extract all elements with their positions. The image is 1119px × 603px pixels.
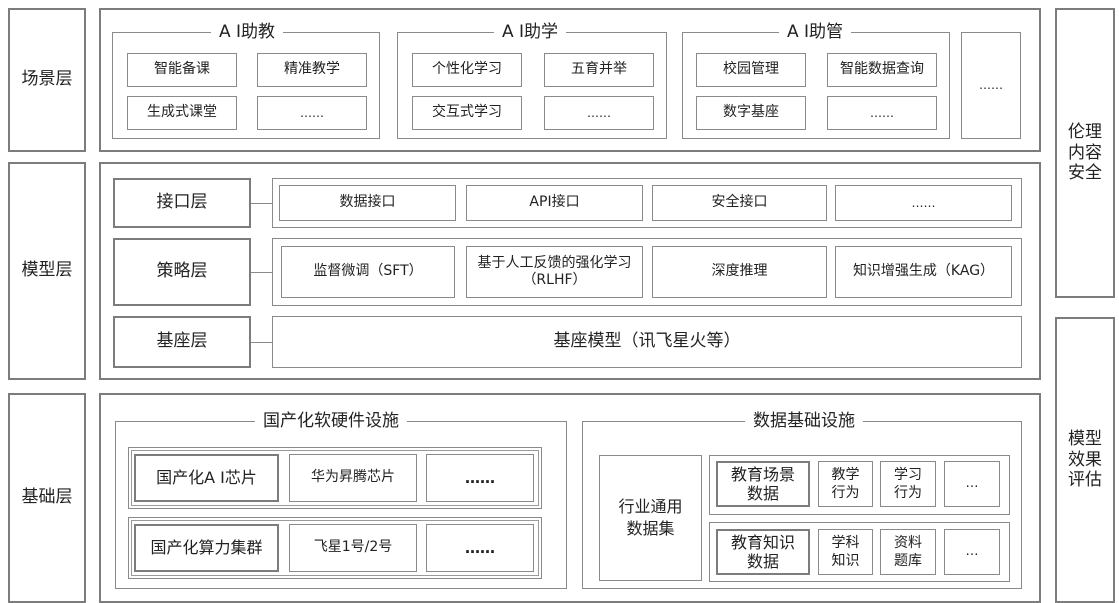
rlhf: 基于人工反馈的强化学习（RLHF） bbox=[466, 246, 643, 298]
ai-teaching-title: A I助教 bbox=[211, 22, 284, 42]
smart-lesson-prep: 智能备课 bbox=[127, 53, 237, 87]
layer-label-model: 模型层 bbox=[8, 162, 86, 380]
ai-learning-title: A I助学 bbox=[494, 22, 567, 42]
interface-connector bbox=[251, 203, 273, 204]
api-interface: API接口 bbox=[466, 185, 643, 221]
teaching-more: …… bbox=[257, 96, 367, 130]
interactive-learning: 交互式学习 bbox=[412, 96, 522, 130]
generative-classroom: 生成式课堂 bbox=[127, 96, 237, 130]
domestic-compute-cluster: 国产化算力集群 bbox=[134, 524, 279, 572]
kag: 知识增强生成（KAG） bbox=[835, 246, 1012, 298]
foundation-model: 基座模型（讯飞星火等） bbox=[272, 316, 1022, 368]
strategy-layer-label: 策略层 bbox=[113, 238, 251, 306]
learning-behavior: 学习 行为 bbox=[880, 461, 936, 507]
subject-knowledge: 学科 知识 bbox=[818, 529, 873, 575]
chip-more: …… bbox=[426, 454, 534, 502]
huawei-ascend-chip: 华为昇腾芯片 bbox=[289, 454, 417, 502]
foundation-connector bbox=[251, 342, 273, 343]
edu-scene-data: 教育场景 数据 bbox=[716, 461, 810, 507]
edu-knowledge-data: 教育知识 数据 bbox=[716, 529, 810, 575]
campus-management: 校园管理 bbox=[696, 53, 806, 87]
industry-general-dataset: 行业通用 数据集 bbox=[599, 455, 702, 581]
precision-teaching: 精准教学 bbox=[257, 53, 367, 87]
learning-more: …… bbox=[544, 96, 654, 130]
management-more: …… bbox=[827, 96, 937, 130]
feixing-cluster: 飞星1号/2号 bbox=[289, 524, 417, 572]
digital-foundation: 数字基座 bbox=[696, 96, 806, 130]
foundation-layer-label: 基座层 bbox=[113, 316, 251, 368]
personalized-learning: 个性化学习 bbox=[412, 53, 522, 87]
knowledge-data-more: … bbox=[944, 529, 1000, 575]
deep-reasoning: 深度推理 bbox=[652, 246, 827, 298]
five-education: 五育并举 bbox=[544, 53, 654, 87]
scene-more: …… bbox=[961, 32, 1021, 139]
strategy-connector bbox=[251, 272, 273, 273]
smart-data-query: 智能数据查询 bbox=[827, 53, 937, 87]
data-interface: 数据接口 bbox=[279, 185, 456, 221]
material-question-bank: 资料 题库 bbox=[880, 529, 936, 575]
scene-data-more: … bbox=[944, 461, 1000, 507]
ethics-content-safety: 伦理 内容 安全 bbox=[1055, 8, 1115, 298]
compute-more: …… bbox=[426, 524, 534, 572]
layer-label-scene: 场景层 bbox=[8, 8, 86, 152]
model-effect-evaluation: 模型 效果 评估 bbox=[1055, 317, 1115, 603]
interface-more: …… bbox=[835, 185, 1012, 221]
data-infrastructure-title: 数据基础设施 bbox=[745, 411, 863, 431]
sft: 监督微调（SFT） bbox=[281, 246, 455, 298]
teaching-behavior: 教学 行为 bbox=[818, 461, 873, 507]
ai-management-title: A I助管 bbox=[779, 22, 852, 42]
layer-label-base: 基础层 bbox=[8, 393, 86, 603]
interface-layer-label: 接口层 bbox=[113, 178, 251, 228]
domestic-ai-chip: 国产化A I芯片 bbox=[134, 454, 279, 502]
security-interface: 安全接口 bbox=[652, 185, 827, 221]
domestic-hw-sw-title: 国产化软硬件设施 bbox=[255, 411, 407, 431]
